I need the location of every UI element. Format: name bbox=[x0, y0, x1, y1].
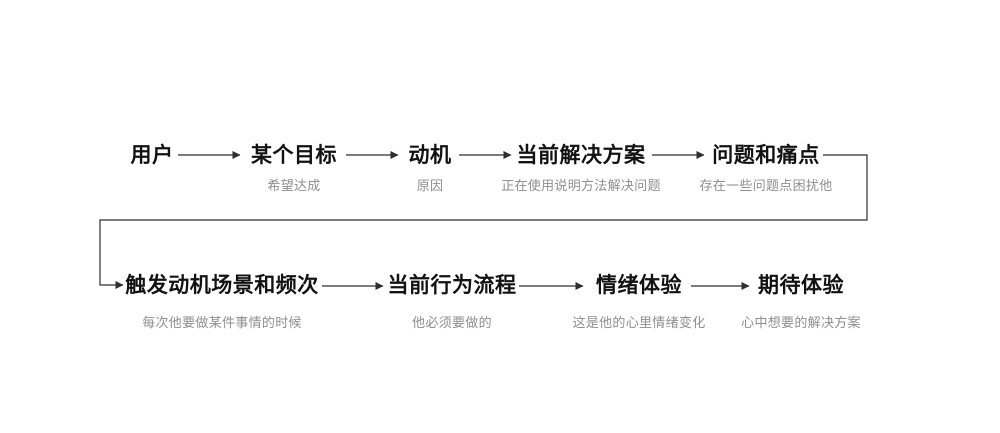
node-user: 用户 bbox=[131, 144, 174, 167]
node-behavior-sublabel: 他必须要做的 bbox=[412, 315, 492, 330]
node-user-label: 用户 bbox=[130, 144, 174, 167]
node-painpoints-sublabel: 存在一些问题点困扰他 bbox=[699, 178, 833, 193]
node-goal-sublabel: 希望达成 bbox=[267, 178, 321, 193]
node-expected-experience: 期待体验 心中想要的解决方案 bbox=[741, 274, 861, 330]
node-goal: 某个目标 希望达成 bbox=[251, 144, 337, 193]
node-painpoints-label: 问题和痛点 bbox=[712, 144, 820, 167]
node-current-solution: 当前解决方案 正在使用说明方法解决问题 bbox=[501, 144, 661, 193]
node-motivation-sublabel: 原因 bbox=[416, 178, 444, 193]
node-current-solution-label: 当前解决方案 bbox=[516, 144, 646, 167]
node-trigger-label: 触发动机场景和频次 bbox=[125, 274, 319, 297]
node-motivation-label: 动机 bbox=[408, 144, 452, 167]
node-current-solution-sublabel: 正在使用说明方法解决问题 bbox=[501, 178, 661, 193]
node-emotion-sublabel: 这是他的心里情绪变化 bbox=[572, 315, 706, 330]
node-trigger-scene-frequency: 触发动机场景和频次 每次他要做某件事情的时候 bbox=[125, 274, 319, 330]
node-motivation: 动机 原因 bbox=[409, 144, 452, 193]
node-current-behavior-flow: 当前行为流程 他必须要做的 bbox=[388, 274, 517, 330]
node-emotion-label: 情绪体验 bbox=[595, 274, 682, 297]
node-painpoints: 问题和痛点 存在一些问题点困扰他 bbox=[699, 144, 832, 193]
arrow-painpoints-wrap-to-trigger bbox=[99, 154, 868, 289]
node-trigger-sublabel: 每次他要做某件事情的时候 bbox=[142, 315, 302, 330]
node-emotion-experience: 情绪体验 这是他的心里情绪变化 bbox=[572, 274, 705, 330]
node-expectation-label: 期待体验 bbox=[757, 274, 844, 297]
node-goal-label: 某个目标 bbox=[251, 144, 337, 167]
node-expectation-sublabel: 心中想要的解决方案 bbox=[741, 315, 861, 330]
node-behavior-label: 当前行为流程 bbox=[387, 274, 517, 297]
